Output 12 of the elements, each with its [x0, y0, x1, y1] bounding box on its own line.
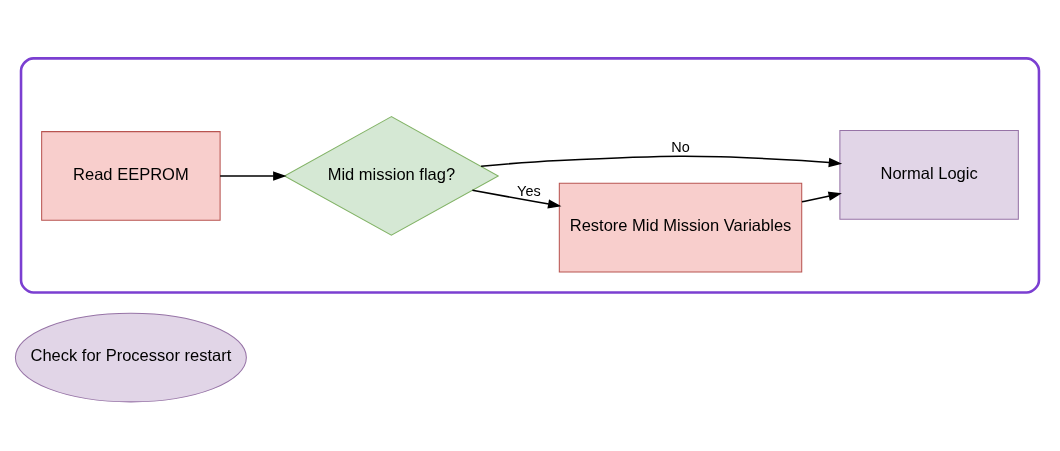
- edge-label: Yes: [517, 182, 541, 199]
- node-box: Read EEPROM: [41, 130, 221, 221]
- node-ellipse: Check for Processor restart: [14, 312, 247, 402]
- edge-label: No: [671, 138, 690, 155]
- node-box: Normal Logic: [839, 129, 1019, 220]
- node-box: Restore Mid Mission Variables: [558, 182, 803, 272]
- arrow: [480, 155, 843, 167]
- node-diamond: Mid mission flag?: [283, 115, 500, 236]
- arrow: [801, 191, 842, 203]
- arrow: [471, 189, 562, 209]
- arrow: [219, 170, 287, 181]
- cluster: [19, 56, 1041, 294]
